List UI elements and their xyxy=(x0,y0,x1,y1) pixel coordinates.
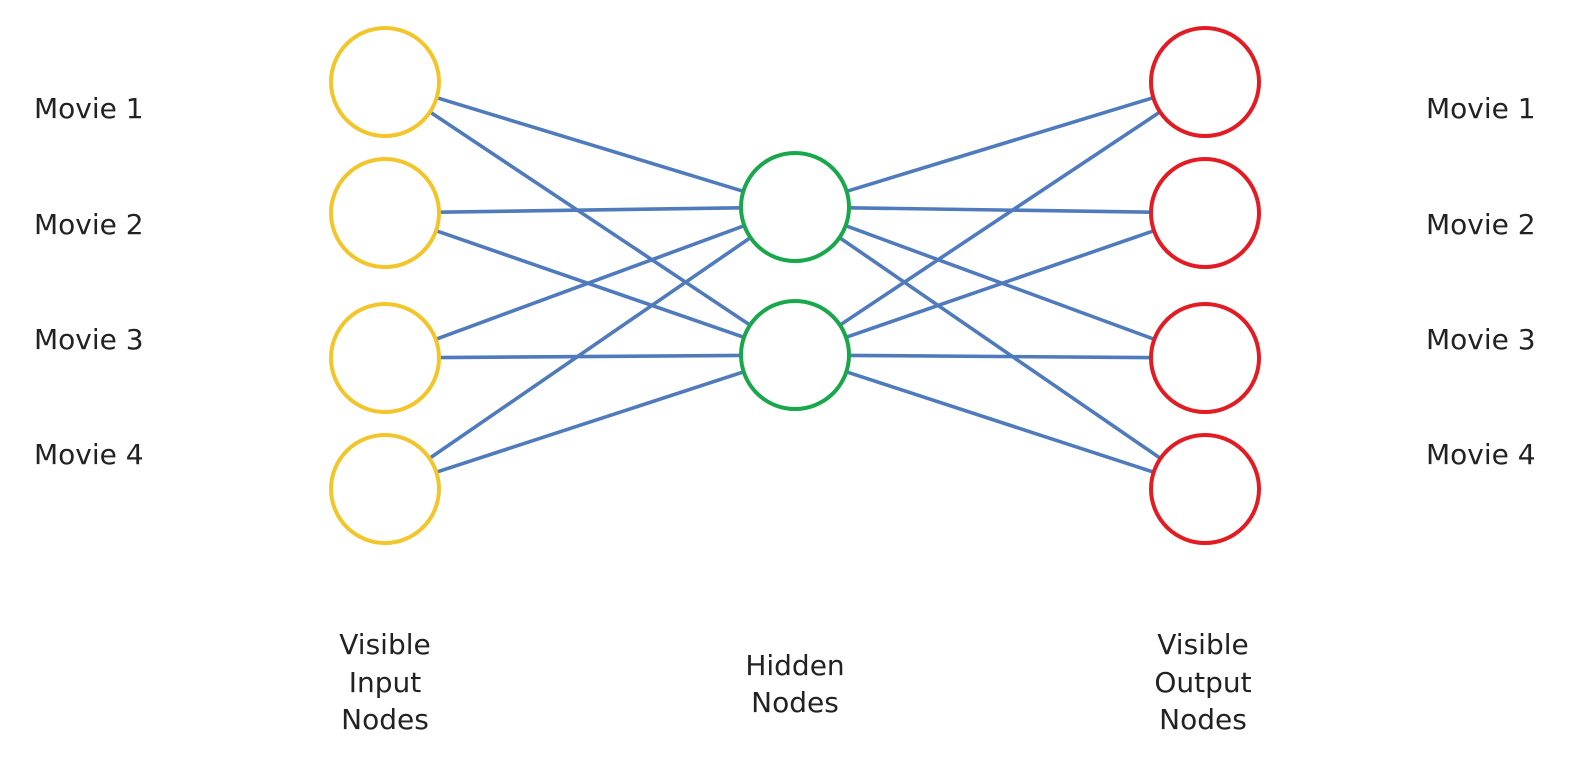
hidden-node xyxy=(739,299,851,411)
input-group-label: Visible Input Nodes xyxy=(339,628,430,736)
connection-edge xyxy=(427,235,753,461)
left-movie-labels: Movie 1 Movie 2 Movie 3 Movie 4 xyxy=(34,92,144,471)
connection-edge xyxy=(428,110,752,327)
connection-edge xyxy=(847,353,1153,360)
group-label-line: Nodes xyxy=(1159,703,1247,736)
group-label-line: Hidden xyxy=(745,649,844,682)
group-label-line: Visible xyxy=(1157,628,1248,661)
connection-edge xyxy=(434,95,746,194)
right-movie-label: Movie 2 xyxy=(1426,208,1536,241)
output-group-label: Visible Output Nodes xyxy=(1154,628,1251,736)
group-label-line: Input xyxy=(349,666,422,699)
output-node-layer xyxy=(1149,26,1261,545)
group-label-line: Nodes xyxy=(341,703,429,736)
right-movie-label: Movie 1 xyxy=(1426,92,1536,125)
right-movie-label: Movie 3 xyxy=(1426,323,1536,356)
output-node xyxy=(1149,26,1261,138)
connection-edge xyxy=(847,206,1153,214)
connection-edges xyxy=(427,95,1163,475)
left-movie-label: Movie 1 xyxy=(34,92,144,125)
input-node xyxy=(329,26,441,138)
connection-edge xyxy=(437,206,743,214)
connection-edge xyxy=(838,110,1162,327)
connection-edge xyxy=(844,369,1156,475)
connection-edge xyxy=(844,95,1156,194)
right-movie-labels: Movie 1 Movie 2 Movie 3 Movie 4 xyxy=(1426,92,1536,471)
right-movie-label: Movie 4 xyxy=(1426,438,1536,471)
hidden-group-label: Hidden Nodes xyxy=(745,649,844,719)
group-label-line: Output xyxy=(1154,666,1251,699)
connection-edge xyxy=(844,228,1156,340)
output-node xyxy=(1149,302,1261,414)
output-node xyxy=(1149,433,1261,545)
input-node xyxy=(329,157,441,269)
output-node xyxy=(1149,157,1261,269)
group-label-line: Nodes xyxy=(751,686,839,719)
left-movie-label: Movie 2 xyxy=(34,208,144,241)
hidden-node xyxy=(739,151,851,263)
group-label-line: Visible xyxy=(339,628,430,661)
input-node-layer xyxy=(329,26,441,545)
connection-edge xyxy=(837,235,1163,461)
left-movie-label: Movie 4 xyxy=(34,438,144,471)
connection-edge xyxy=(434,369,746,475)
input-node xyxy=(329,302,441,414)
input-node xyxy=(329,433,441,545)
connection-edge xyxy=(437,353,743,360)
hidden-node-layer xyxy=(739,151,851,411)
connection-edge xyxy=(433,223,747,342)
left-movie-label: Movie 3 xyxy=(34,323,144,356)
